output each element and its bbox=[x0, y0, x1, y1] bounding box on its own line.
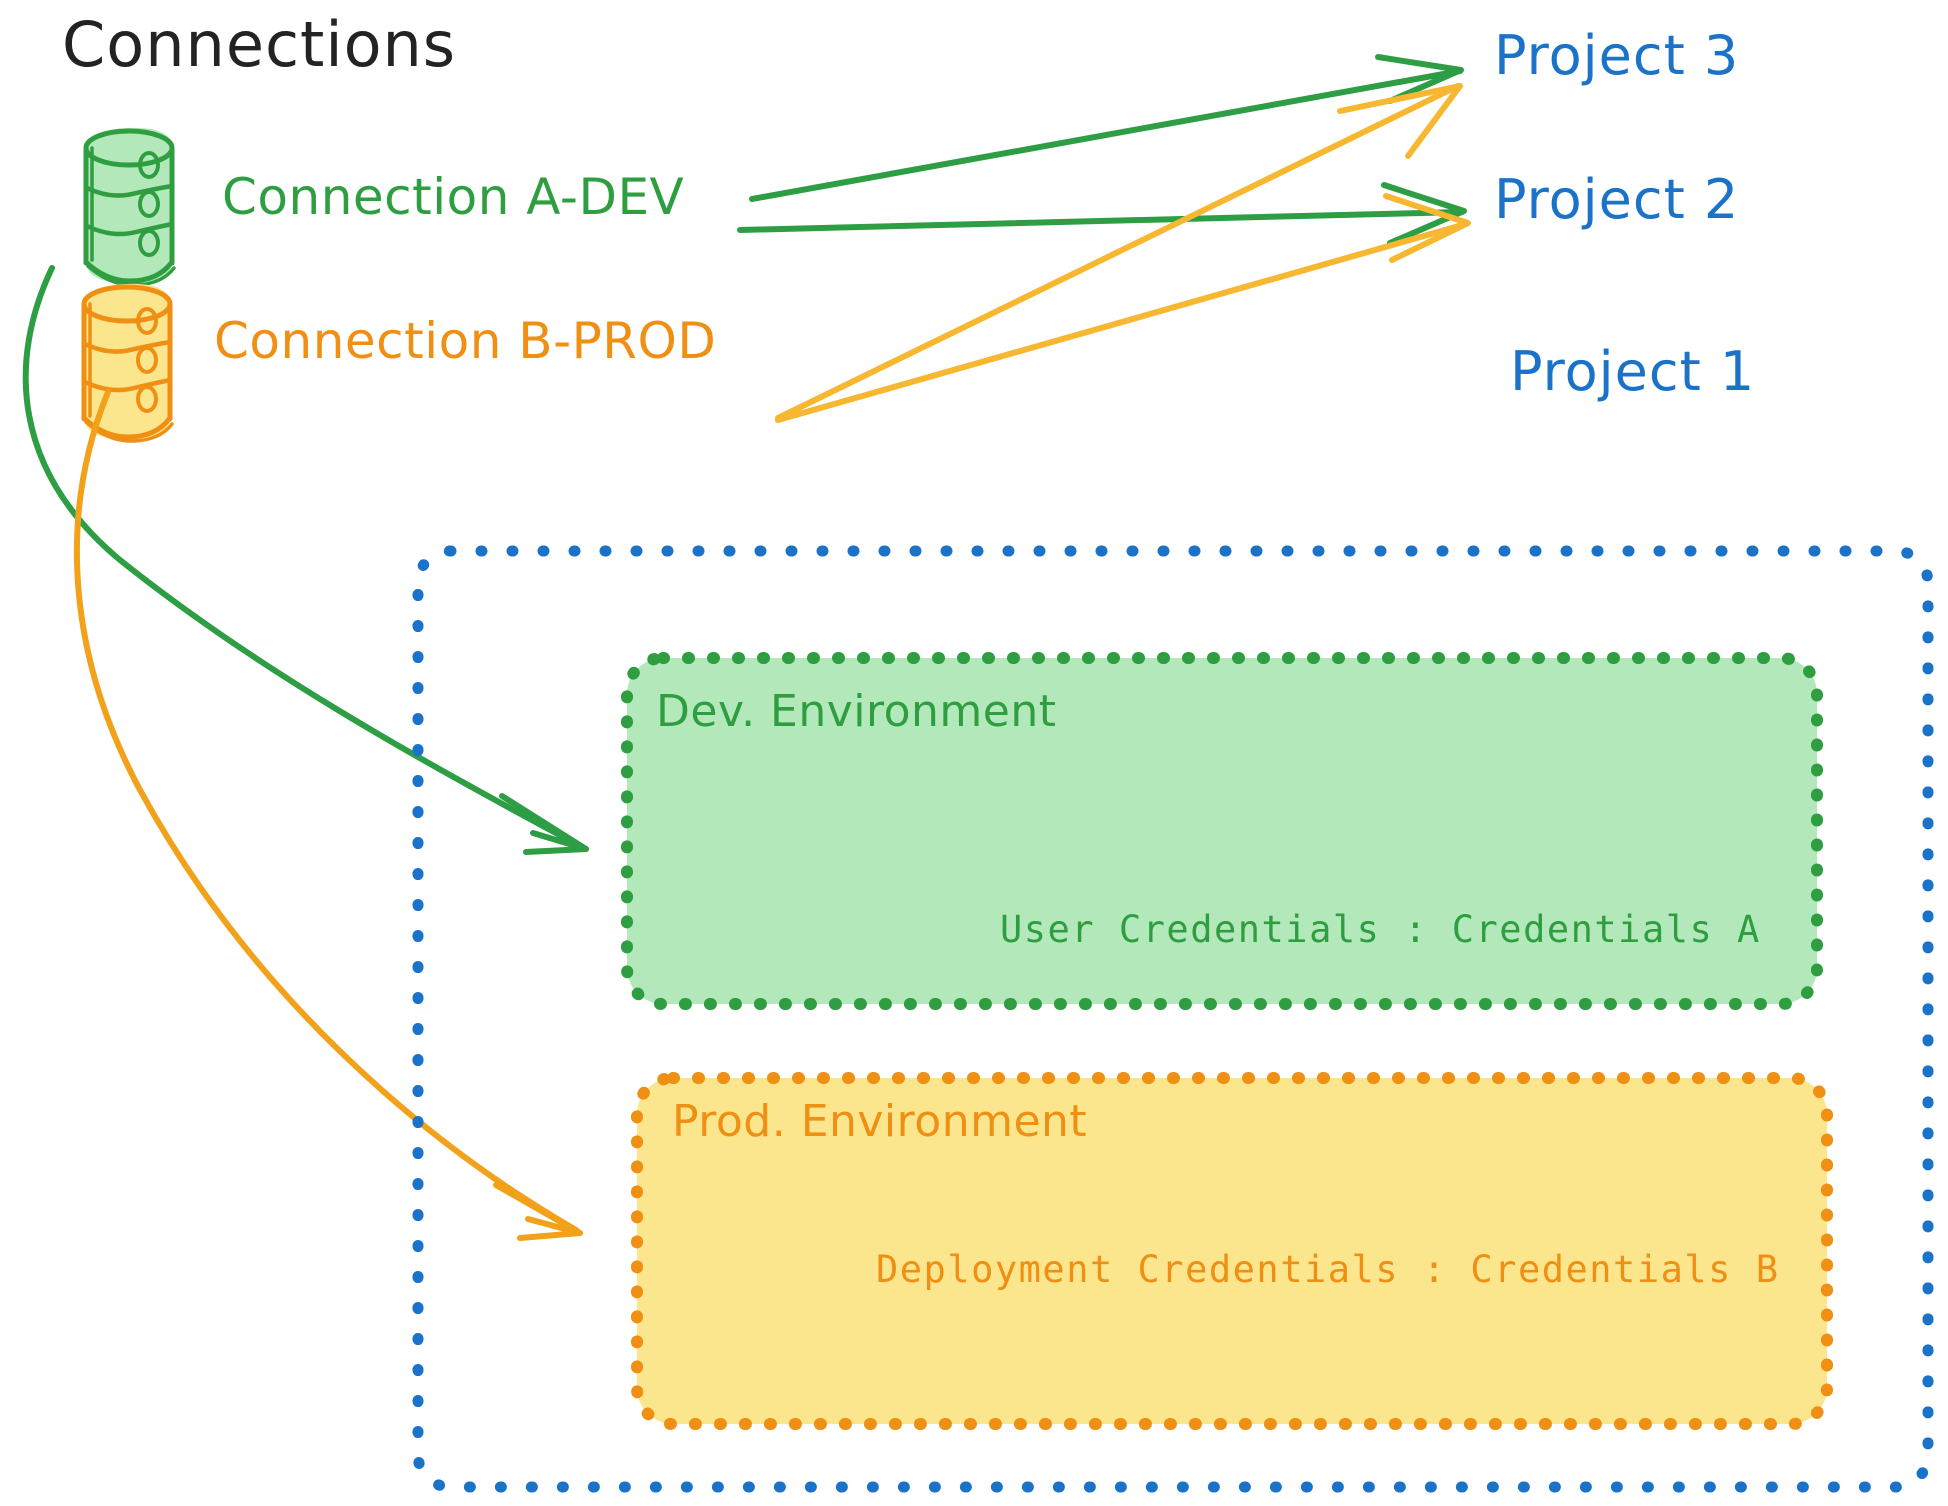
arrow-conn-b-to-project-3 bbox=[775, 83, 1463, 421]
project-3-label[interactable]: Project 3 bbox=[1494, 24, 1740, 87]
database-cylinder-icon-green[interactable] bbox=[83, 127, 176, 287]
arrow-conn-a-to-project-3 bbox=[749, 54, 1464, 202]
dev-environment-credentials: User Credentials : Credentials A bbox=[1000, 908, 1761, 951]
prod-environment-box[interactable] bbox=[637, 1078, 1827, 1424]
connection-a-dev-label[interactable]: Connection A-DEV bbox=[222, 168, 685, 226]
arrow-conn-b-to-project-2 bbox=[775, 193, 1471, 423]
arrow-conn-a-to-project-2 bbox=[737, 182, 1467, 246]
project-1-label[interactable]: Project 1 bbox=[1510, 340, 1756, 403]
dev-environment-box[interactable] bbox=[627, 658, 1817, 1004]
dev-environment-title: Dev. Environment bbox=[656, 686, 1057, 737]
arrow-conn-b-to-prod-environment bbox=[73, 389, 583, 1241]
page-title: Connections bbox=[62, 8, 457, 81]
prod-environment-title: Prod. Environment bbox=[672, 1096, 1088, 1147]
project-2-label[interactable]: Project 2 bbox=[1494, 168, 1740, 231]
arrow-conn-a-to-dev-environment bbox=[22, 265, 589, 855]
prod-environment-credentials: Deployment Credentials : Credentials B bbox=[876, 1248, 1780, 1291]
connection-b-prod-label[interactable]: Connection B-PROD bbox=[214, 312, 717, 370]
